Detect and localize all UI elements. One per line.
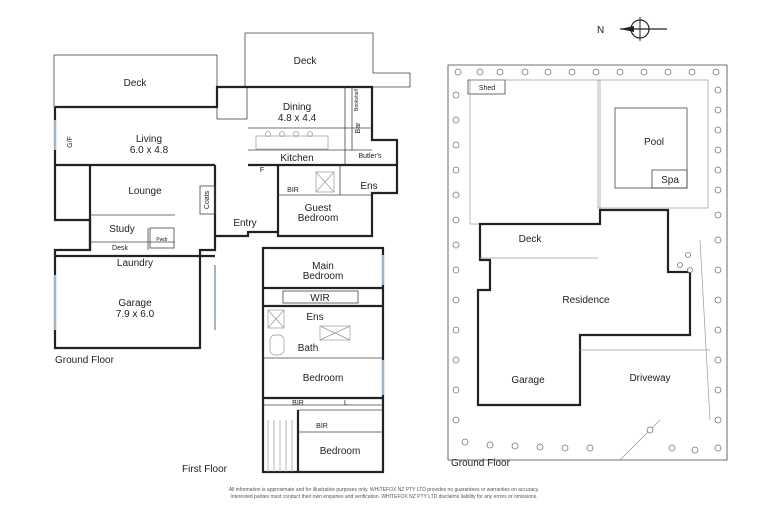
bir-label: BIR [287, 187, 299, 194]
bir-3-label: BIR [316, 423, 328, 430]
dining-size: 4.8 x 4.4 [278, 113, 317, 124]
bir-2-label: BIR [292, 400, 304, 407]
compass-icon [620, 17, 667, 41]
first-floor-caption: First Floor [182, 464, 228, 475]
entry-label: Entry [233, 218, 256, 229]
guest-bedroom-label-1: Guest [305, 203, 332, 214]
pwdr-label: Pwdr [156, 237, 168, 243]
desk-label: Desk [112, 245, 128, 252]
compass-north-label: N [597, 25, 604, 36]
main-bedroom-label-2: Bedroom [303, 271, 344, 282]
laundry-label: Laundry [117, 258, 153, 269]
site-plan [447, 64, 728, 461]
butlers-label: Butler's [358, 153, 382, 160]
deck-left-label: Deck [124, 78, 148, 89]
bath-label: Bath [298, 343, 319, 354]
first-floor-plan [261, 246, 385, 474]
dining-label: Dining [283, 102, 311, 113]
fridge-label: F [260, 167, 264, 174]
lounge-label: Lounge [128, 186, 162, 197]
guest-bedroom-label-2: Bedroom [298, 213, 339, 224]
ground-floor-caption: Ground Floor [55, 355, 115, 366]
coats-closet [199, 185, 216, 215]
garage-size: 7.9 x 6.0 [116, 309, 155, 320]
shed-label: Shed [479, 85, 495, 92]
garage-label: Garage [118, 298, 152, 309]
kitchen-label: Kitchen [280, 153, 313, 164]
bedroom-3-label: Bedroom [320, 446, 361, 457]
living-label: Living [136, 134, 162, 145]
driveway-label: Driveway [629, 373, 670, 384]
deck-top [244, 32, 411, 88]
wir-box [282, 290, 359, 304]
deck-top-label: Deck [294, 56, 318, 67]
pool-box [614, 107, 688, 189]
residence-outline [476, 208, 692, 407]
spa-box [651, 169, 688, 189]
site-plan-caption: Ground Floor [451, 458, 511, 469]
bedroom-2-label: Bedroom [303, 373, 344, 384]
kitchen-island [255, 135, 329, 150]
living-size: 6.0 x 4.8 [130, 145, 169, 156]
disclaimer-line-1: All information is approximate and for i… [228, 487, 540, 493]
site-boundary [447, 64, 728, 461]
disclaimer-line-2: Interested parties must conduct their ow… [230, 494, 538, 500]
site-garage-label: Garage [511, 375, 545, 386]
gf-label: G/F [67, 136, 74, 148]
powder-room [149, 227, 175, 249]
main-bedroom-label-1: Main [312, 261, 334, 272]
first-ens-label: Ens [306, 312, 323, 323]
bathtub [269, 334, 285, 356]
ens-label: Ens [360, 181, 377, 192]
coats-label: Coats [204, 190, 211, 209]
residence-label: Residence [562, 295, 610, 306]
wir-label: WIR [310, 293, 329, 304]
bar-label: Bar [355, 122, 362, 134]
spa-label: Spa [661, 175, 679, 186]
linen-label: L [344, 400, 348, 407]
site-deck-label: Deck [519, 234, 543, 245]
boundary-trees [452, 68, 722, 454]
ground-floor-plan [53, 32, 411, 350]
study-label: Study [109, 224, 135, 235]
pool-label: Pool [644, 137, 664, 148]
bookshelf-label: Bookshelf [354, 88, 360, 111]
